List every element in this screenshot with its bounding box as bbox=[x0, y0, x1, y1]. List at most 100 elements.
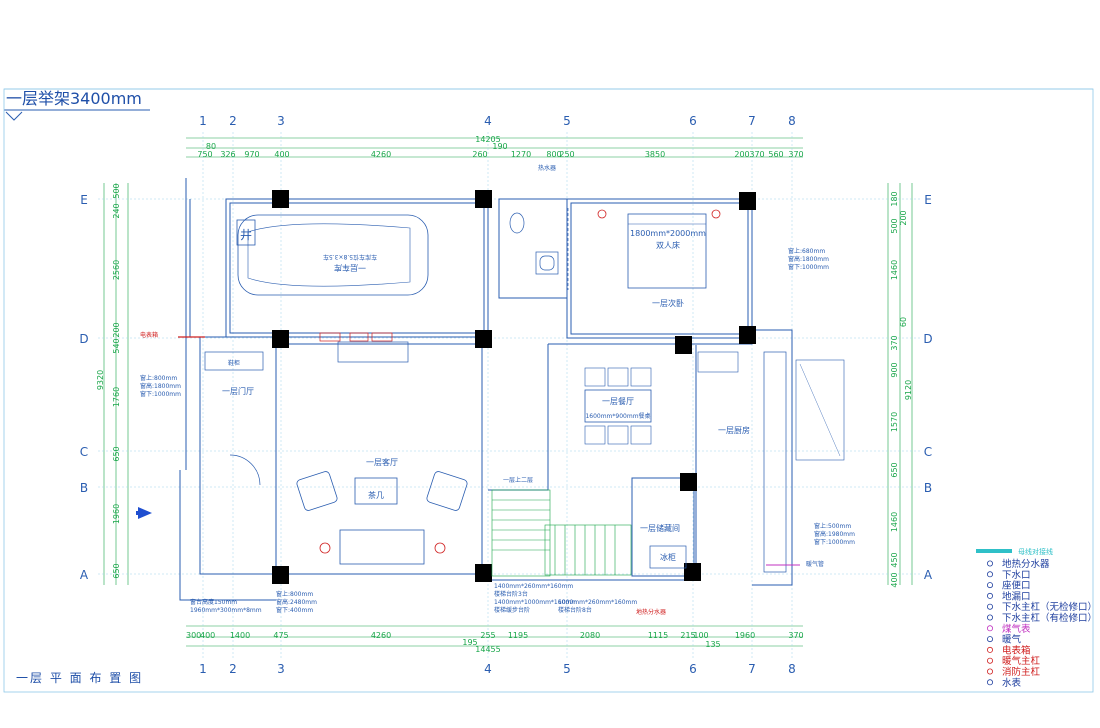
main-drain-access-icon bbox=[987, 614, 994, 621]
dimension-value: 4260 bbox=[371, 631, 391, 640]
step-note-a: 1400mm*260mm*160mm bbox=[494, 583, 573, 590]
bed-size-label: 1800mm*2000mm bbox=[630, 229, 706, 238]
garage: 井 一层车库 车库车位5.8×3.5车 bbox=[236, 214, 429, 296]
dimension-value: 560 bbox=[768, 150, 783, 159]
legend-item: 电表箱 bbox=[987, 644, 1031, 656]
lamp-icon bbox=[434, 542, 446, 554]
garage-size-label: 车库车位5.8×3.5车 bbox=[323, 253, 377, 261]
legend-item: 消防主杠 bbox=[987, 666, 1041, 678]
axis-label-col-2: 2 bbox=[229, 662, 237, 676]
axis-label-col-7: 7 bbox=[748, 114, 756, 128]
chair-icon bbox=[584, 425, 606, 445]
dimension-value: 400 bbox=[274, 150, 289, 159]
living-room: 一层客厅 茶几 窗上:800mm 窗高:2480mm 窗下:400mm bbox=[276, 332, 468, 614]
chair-icon bbox=[630, 425, 652, 445]
heating-main-icon bbox=[987, 657, 994, 664]
dining-table-icon bbox=[584, 389, 652, 423]
chair-icon bbox=[607, 425, 629, 445]
axis-label-col-1: 1 bbox=[199, 662, 207, 676]
legend-item: 下水主杠（无检修口） bbox=[987, 601, 1097, 613]
meter-box-icon bbox=[987, 646, 994, 653]
storage-room: 一层储藏间 冰柜 地热分水器 bbox=[636, 523, 687, 616]
dimension-value: 450 bbox=[890, 552, 899, 567]
legend-item: 地热分水器 bbox=[987, 558, 1050, 570]
dimension-value: 1460 bbox=[890, 260, 899, 280]
coffee-table-label: 茶几 bbox=[368, 490, 384, 500]
armchair-icon bbox=[296, 471, 338, 511]
dimension-value: 500 bbox=[112, 183, 121, 198]
chair-icon bbox=[607, 367, 629, 387]
chair-icon bbox=[630, 367, 652, 387]
dimension-value: 180 bbox=[890, 191, 899, 206]
dimension-value: 1570 bbox=[890, 412, 899, 432]
floor-drain-icon bbox=[987, 571, 994, 578]
legend-item: 煤气表 bbox=[987, 623, 1031, 635]
sill-size-note: 1960mm*300mm*8mm bbox=[190, 607, 262, 614]
axis-label-col-1: 1 bbox=[199, 114, 207, 128]
dimension-value: 1400 bbox=[230, 631, 250, 640]
legend-item: 座便口 bbox=[987, 580, 1031, 592]
radiator-note: 暖气管 bbox=[806, 560, 824, 568]
legend-item: 地漏口 bbox=[987, 590, 1031, 602]
axis-label-row-c: C bbox=[80, 445, 88, 459]
axis-label-row-d: D bbox=[923, 332, 932, 346]
axis-gridlines bbox=[98, 132, 920, 660]
well-label: 井 bbox=[240, 228, 252, 242]
window-bottom-note-c: 窗下:400mm bbox=[276, 606, 313, 614]
title-block: 一层举架3400mm 一层 平 面 布 置 图 bbox=[3, 88, 1094, 693]
legend-item-label: 电表箱 bbox=[1002, 644, 1031, 656]
window-bottom-note-a: 窗上:800mm bbox=[276, 590, 313, 598]
legend-item-label: 暖气 bbox=[1002, 634, 1022, 646]
foyer: 一层门厅 鞋柜 窗上:800mm 窗高:1800mm 窗下:1000mm 窗台高… bbox=[136, 351, 264, 614]
axis-label-row-e: E bbox=[924, 193, 932, 207]
dimension-value: 1115 bbox=[648, 631, 668, 640]
dimension-value: 326 bbox=[220, 150, 235, 159]
window-bed-note-a: 窗上:680mm bbox=[788, 247, 825, 255]
legend-top-label: 母线对接线 bbox=[1018, 547, 1053, 556]
dimension-value: 1270 bbox=[511, 150, 531, 159]
dimension-value: 135 bbox=[705, 640, 720, 649]
dimension-lines bbox=[103, 137, 913, 647]
living-room-label: 一层客厅 bbox=[366, 457, 398, 467]
lamp-icon bbox=[711, 209, 721, 219]
bathroom bbox=[509, 208, 569, 290]
lamp-icon bbox=[319, 542, 331, 554]
legend-item: 下水主杠（有检修口） bbox=[987, 612, 1097, 624]
window-bed-note-c: 窗下:1000mm bbox=[788, 263, 829, 271]
axis-label-col-7: 7 bbox=[748, 662, 756, 676]
bed-icon bbox=[627, 213, 707, 289]
window-kitchen-note-b: 窗高:1980mm bbox=[814, 530, 855, 538]
dimension-total-left: 9320 bbox=[96, 370, 105, 390]
structural-columns bbox=[272, 190, 756, 584]
window-kitchen-note-c: 窗下:1000mm bbox=[814, 538, 855, 546]
legend-item: 暖气 bbox=[987, 634, 1022, 646]
axis-label-row-e: E bbox=[80, 193, 88, 207]
kitchen: 一层厨房 窗上:500mm 窗高:1980mm 窗下:1000mm bbox=[697, 351, 855, 573]
legend-item-label: 下水主杠（有检修口） bbox=[1002, 612, 1097, 624]
dimension-value: 195 bbox=[462, 638, 477, 647]
dimension-value: 240 bbox=[112, 203, 121, 218]
staircase: 一层上二层 1400mm*260mm*160mm 楼梯台阶3台 1400mm*1… bbox=[491, 476, 637, 614]
water-heater-note: 热水器 bbox=[538, 164, 556, 172]
step-note-e: 1000mm*260mm*160mm bbox=[558, 599, 637, 606]
window-left-note-c: 窗下:1000mm bbox=[140, 390, 181, 398]
dimension-value: 400 bbox=[200, 631, 215, 640]
step-note-d: 楼梯缓步台阶 bbox=[494, 606, 530, 614]
step-note-f: 楼梯台阶8台 bbox=[558, 606, 592, 614]
shoe-cabinet-label: 鞋柜 bbox=[228, 359, 240, 367]
axis-label-row-b: B bbox=[924, 481, 932, 495]
legend-item-label: 煤气表 bbox=[1002, 623, 1031, 635]
axis-label-col-4: 4 bbox=[484, 662, 492, 676]
dimension-value: 260 bbox=[472, 150, 487, 159]
door-swing-icon bbox=[229, 454, 261, 486]
dining-table-label: 1600mm*900mm餐桌 bbox=[585, 412, 650, 420]
bed-label: 双人床 bbox=[656, 240, 680, 250]
lamp-icon bbox=[597, 209, 607, 219]
coffee-table-icon bbox=[354, 477, 398, 505]
dimension-value: 500 bbox=[890, 218, 899, 233]
legend-item-label: 地漏口 bbox=[1002, 590, 1031, 602]
axis-label-row-a: A bbox=[80, 568, 89, 582]
dimension-value: 215 bbox=[680, 631, 695, 640]
dimension-value: 970 bbox=[244, 150, 259, 159]
dimension-text-right: 9120 180 500 1460 370 900 1570 650 1460 … bbox=[890, 191, 913, 587]
